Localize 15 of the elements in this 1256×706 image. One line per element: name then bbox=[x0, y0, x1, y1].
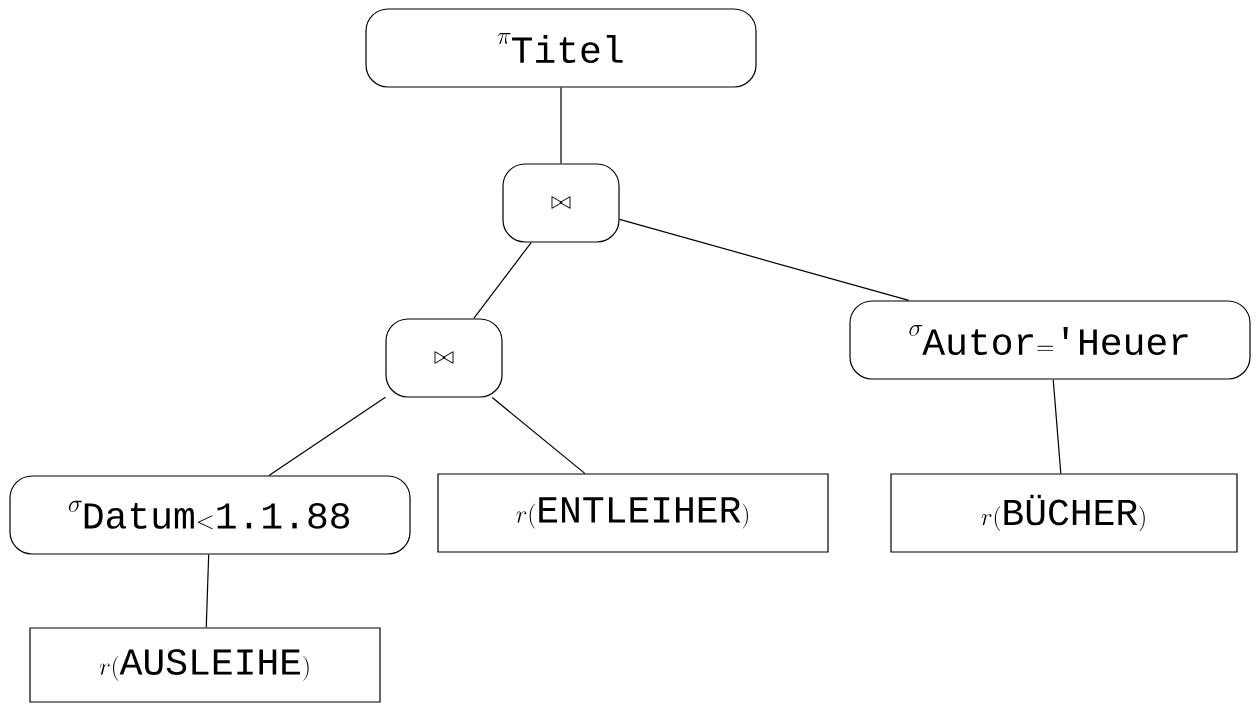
connector-line bbox=[473, 242, 532, 319]
connector-line bbox=[491, 397, 586, 474]
relation-box: $r(\texttt{ENTLEIHER})$ bbox=[437, 473, 829, 553]
connector-line bbox=[205, 554, 210, 628]
operator-box: $\sigma_{\texttt{Datum}<\texttt{1.1.88}}$ bbox=[9, 475, 411, 555]
connector-line bbox=[560, 87, 562, 164]
relation-box: $r(\texttt{BÜCHER})$ bbox=[890, 473, 1238, 553]
operator-box: $\sigma_{\texttt{Autor}=\texttt{'Heuer}}$ bbox=[849, 300, 1251, 380]
operator-box: $\bowtie$ bbox=[385, 318, 503, 398]
connector-line bbox=[619, 218, 910, 301]
relation-box: $r(\texttt{AUSLEIHE})$ bbox=[29, 627, 381, 703]
operator-box: $\bowtie$ bbox=[502, 163, 620, 243]
connector-line bbox=[1052, 379, 1062, 474]
connector-line bbox=[268, 396, 386, 476]
operator-box: $\pi_{\texttt{Titel}}$ bbox=[365, 8, 757, 88]
